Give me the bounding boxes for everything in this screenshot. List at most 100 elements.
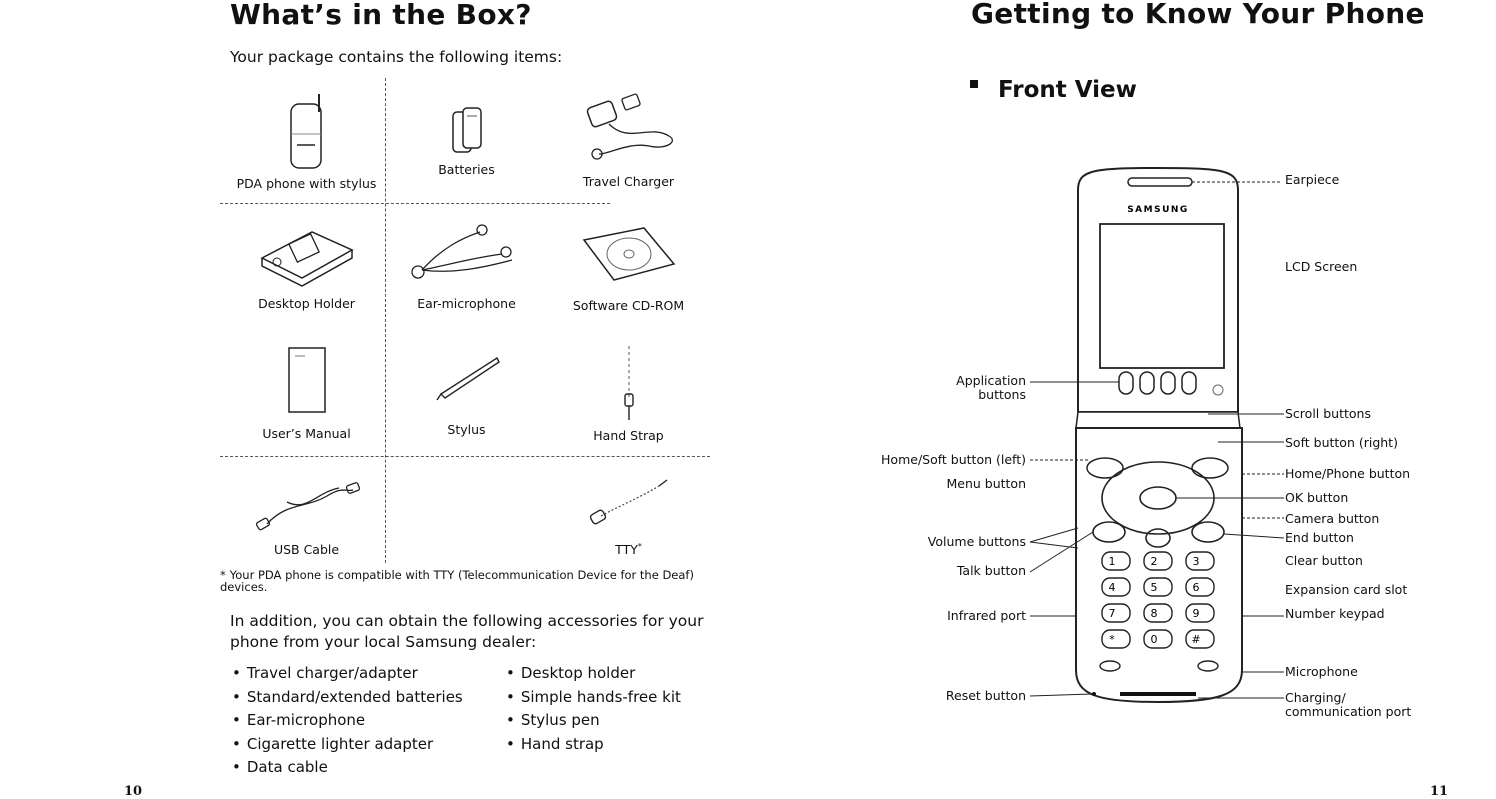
soft-key-left — [1086, 457, 1124, 479]
end-key — [1191, 521, 1225, 543]
item-label: TTY — [615, 542, 638, 558]
key-label: 2 — [1151, 555, 1158, 568]
item-batteries: Batteries — [385, 104, 548, 177]
label-expansion-card-slot: Expansion card slot — [1285, 582, 1408, 597]
batteries-icon — [451, 107, 482, 153]
label-volume-buttons: Volume buttons — [927, 534, 1026, 549]
page-title-whats-in-box: What’s in the Box? — [230, 0, 532, 31]
clear-key — [1145, 528, 1171, 548]
item-cd-rom: Software CD-ROM — [547, 218, 710, 313]
item-label: Software CD-ROM — [572, 298, 685, 313]
left-page: What’s in the Box? Your package contains… — [0, 0, 748, 799]
item-label: Stylus — [447, 422, 486, 437]
item-tty: TTY* — [547, 472, 710, 557]
soft-key-right — [1191, 457, 1229, 479]
key-label: 5 — [1151, 581, 1158, 594]
item-desktop-holder: Desktop Holder — [225, 218, 388, 311]
tty-icon — [589, 479, 667, 525]
users-manual-icon — [287, 347, 326, 413]
label-earpiece: Earpiece — [1285, 172, 1340, 187]
accessories-list-2: Desktop holder Simple hands-free kit Sty… — [506, 662, 681, 756]
label-reset-button: Reset button — [945, 688, 1026, 703]
label-end-button: End button — [1285, 530, 1354, 545]
label-ok-button: OK button — [1285, 490, 1349, 505]
microphone-icon — [1197, 660, 1219, 672]
label-microphone: Microphone — [1285, 664, 1358, 679]
bullet-square-icon — [970, 80, 978, 88]
accessories-list-1: Travel charger/adapter Standard/extended… — [232, 662, 463, 780]
label-home-phone-button: Home/Phone button — [1285, 466, 1411, 481]
key-label: 3 — [1193, 555, 1200, 568]
list-item: Ear-microphone — [232, 709, 463, 733]
item-label: Batteries — [438, 162, 495, 177]
brand-text: SAMSUNG — [1127, 205, 1189, 215]
grid-divider — [220, 203, 610, 204]
label-lcd-screen: LCD Screen — [1285, 259, 1358, 274]
intro-text: Your package contains the following item… — [230, 48, 563, 66]
item-usb-cable: USB Cable — [225, 472, 388, 557]
item-stylus: Stylus — [385, 350, 548, 437]
microphone-icon — [1099, 660, 1121, 672]
grid-divider — [220, 456, 710, 457]
item-label: User’s Manual — [262, 426, 351, 441]
key-label: 9 — [1193, 607, 1200, 620]
tty-footnote-mark: * — [637, 542, 642, 551]
key-label: 8 — [1151, 607, 1158, 620]
desktop-holder-icon — [259, 231, 354, 287]
key-label: 1 — [1109, 555, 1116, 568]
item-label: Ear-microphone — [417, 296, 516, 311]
list-item: Travel charger/adapter — [232, 662, 463, 686]
label-text: Application — [956, 373, 1026, 388]
lcd-screen — [1099, 223, 1225, 369]
label-scroll-buttons: Scroll buttons — [1285, 406, 1371, 421]
list-item: Stylus pen — [506, 709, 681, 733]
tty-footnote: *Your PDA phone is compatible with TTY (… — [220, 569, 720, 593]
item-hand-strap: Hand Strap — [547, 342, 710, 443]
right-page: Getting to Know Your Phone Front View SA… — [748, 0, 1496, 799]
label-home-soft-left: Home/Soft button (left) — [881, 452, 1026, 467]
usb-cable-icon — [255, 482, 360, 531]
item-label: PDA phone with stylus — [236, 176, 377, 191]
footnote-mark: * — [220, 568, 226, 582]
label-charging-port: Charging/ communication port — [1285, 691, 1411, 719]
label-talk-button: Talk button — [956, 563, 1026, 578]
app-indicator — [1212, 384, 1224, 396]
label-text: Charging/ — [1285, 690, 1346, 705]
footnote-text: Your PDA phone is compatible with TTY (T… — [220, 568, 694, 594]
app-button-4 — [1181, 371, 1197, 395]
key-label: 4 — [1109, 581, 1116, 594]
label-clear-button: Clear button — [1285, 553, 1363, 568]
label-number-keypad: Number keypad — [1285, 606, 1385, 621]
key-label: 7 — [1109, 607, 1116, 620]
list-item: Hand strap — [506, 733, 681, 757]
item-label: Hand Strap — [593, 428, 664, 443]
app-button-1 — [1118, 371, 1134, 395]
label-soft-button-right: Soft button (right) — [1285, 435, 1398, 450]
section-heading-front-view: Front View — [970, 77, 1137, 103]
list-item: Simple hands-free kit — [506, 686, 681, 710]
item-ear-microphone: Ear-microphone — [385, 218, 548, 311]
label-camera-button: Camera button — [1285, 511, 1380, 526]
label-text: buttons — [978, 387, 1026, 402]
callout-lines-left — [1029, 381, 1119, 697]
package-contents-grid: PDA phone with stylus Batteries Travel C… — [220, 78, 710, 563]
list-item: Standard/extended batteries — [232, 686, 463, 710]
item-label: Travel Charger — [582, 174, 675, 189]
label-menu-button: Menu button — [946, 476, 1026, 491]
reset-button-icon — [1092, 692, 1096, 696]
list-item: Cigarette lighter adapter — [232, 733, 463, 757]
item-users-manual: User’s Manual — [225, 342, 388, 441]
travel-charger-icon — [586, 93, 673, 160]
key-label: 0 — [1151, 633, 1158, 646]
cd-rom-icon — [582, 227, 675, 281]
app-button-2 — [1139, 371, 1155, 395]
key-label: * — [1109, 633, 1115, 646]
key-label: 6 — [1193, 581, 1200, 594]
phone-front-view-diagram: SAMSUNG — [1029, 166, 1285, 704]
item-label: Desktop Holder — [258, 296, 355, 311]
grid-divider — [385, 78, 386, 563]
item-travel-charger: Travel Charger — [547, 84, 710, 189]
label-infrared-port: Infrared port — [947, 608, 1026, 623]
number-keypad-keys: 1 2 3 4 5 6 7 8 9 * 0 # — [1101, 551, 1215, 649]
subheading-text: Front View — [998, 77, 1137, 103]
